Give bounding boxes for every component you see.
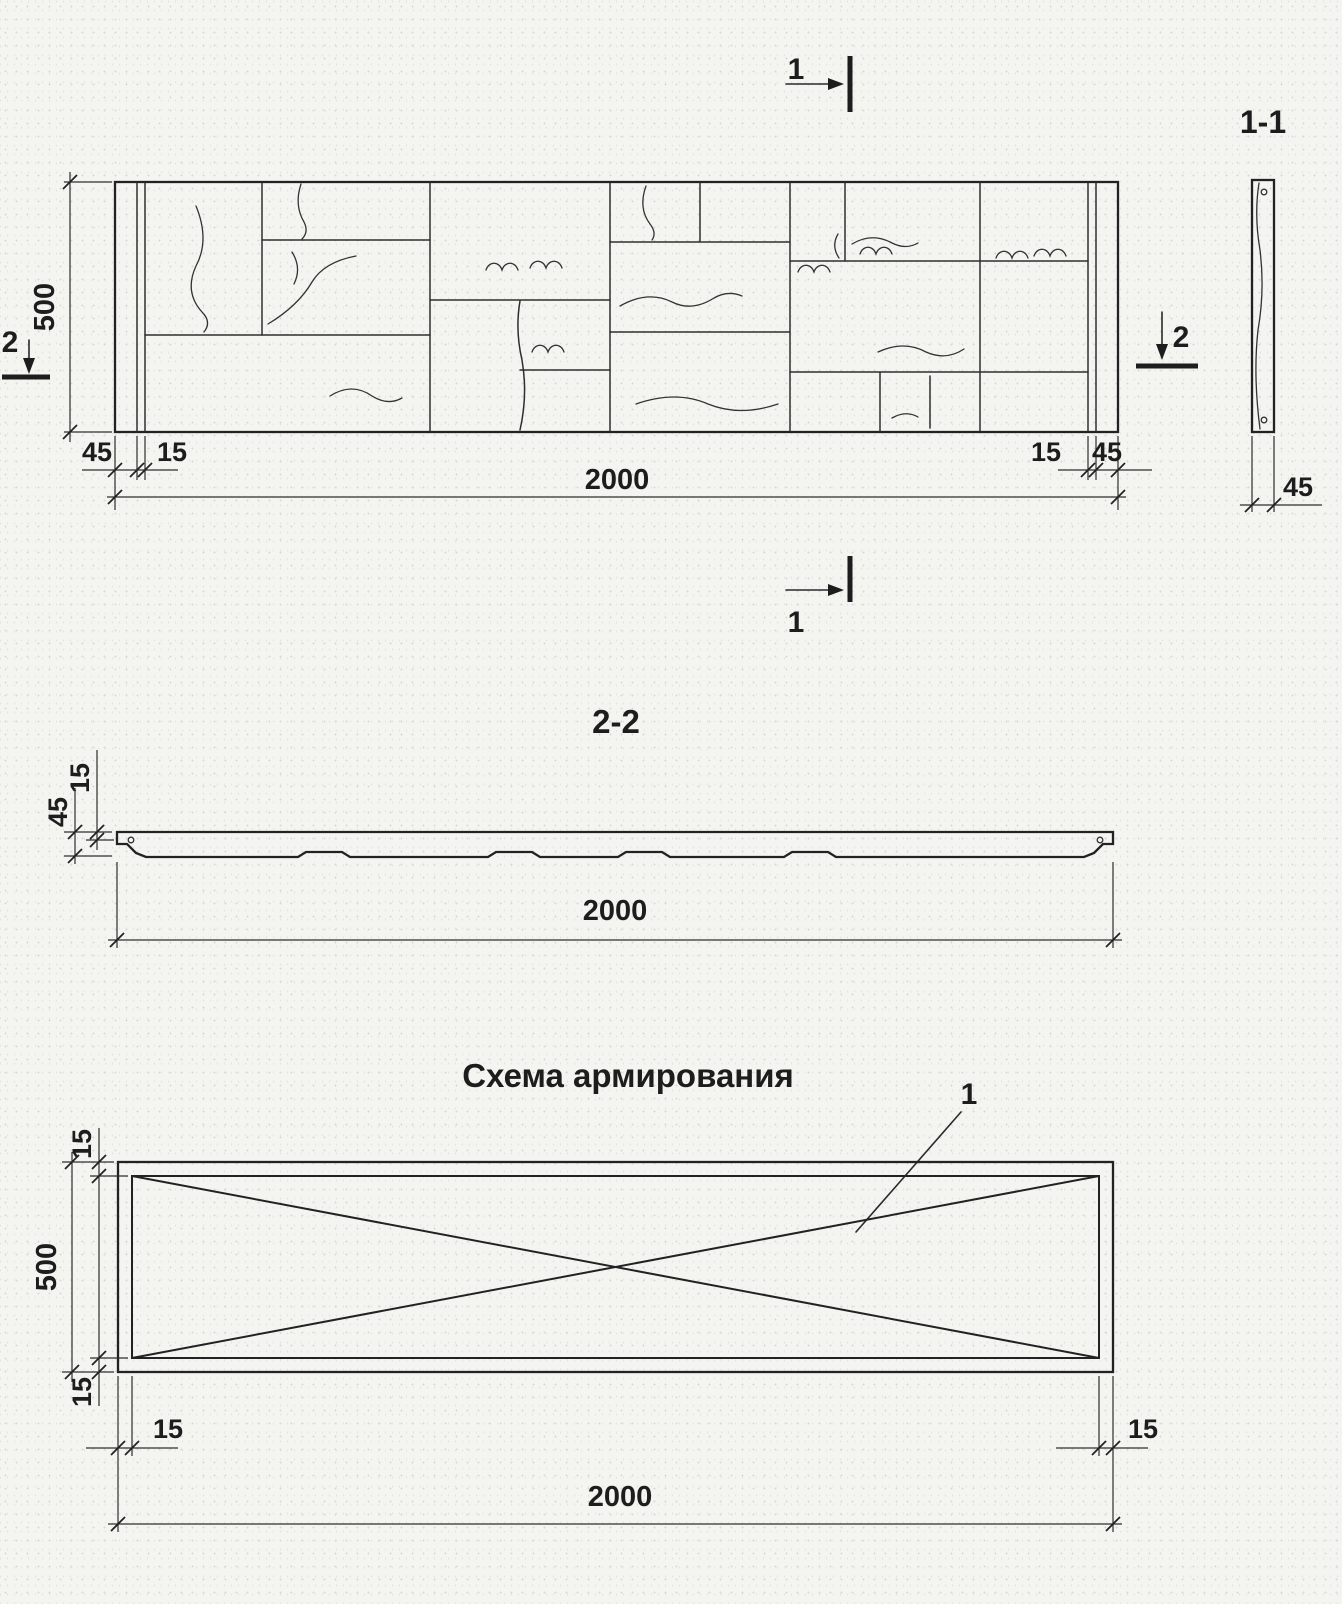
reinforcement-dim-right-15: 15 — [1128, 1414, 1158, 1444]
elevation-view: 500 45 15 15 45 2000 — [2, 53, 1198, 639]
mesh-inner-frame — [131, 1175, 1100, 1359]
mesh-outer-frame — [116, 1160, 1115, 1374]
reinforcement-dim-left-15: 15 — [153, 1414, 183, 1444]
section-2-2-dim-15: 15 — [65, 763, 95, 793]
reinforcement-callout-1: 1 — [961, 1078, 978, 1111]
section-cut-marks: 1 1 2 2 — [2, 53, 1198, 639]
reinforcement-dim-width-2000: 2000 — [588, 1481, 653, 1513]
stone-pattern — [144, 182, 1089, 432]
section-2-2-label: 2-2 — [592, 703, 640, 740]
elevation-dimensions: 500 45 15 15 45 2000 — [29, 172, 1152, 510]
reinforcement-view: Схема армирования 1 15 500 15 15 — [31, 1057, 1158, 1532]
section-mark-2-right: 2 — [1173, 321, 1190, 354]
section-mark-1-top: 1 — [788, 53, 805, 86]
callout-leader-line — [855, 1111, 962, 1233]
dim-right-inset-15: 15 — [1031, 437, 1061, 467]
dim-height-500: 500 — [29, 283, 61, 331]
dim-right-edge-45: 45 — [1092, 437, 1122, 467]
reinforcement-title: Схема армирования — [462, 1057, 794, 1094]
section-mark-1-bottom: 1 — [788, 606, 805, 639]
dim-left-edge-45: 45 — [82, 437, 112, 467]
mesh-diagonal-2 — [131, 1175, 1100, 1359]
section-2-2-dim-45: 45 — [43, 797, 73, 827]
dim-width-2000: 2000 — [585, 464, 650, 496]
slab-profile — [115, 830, 1115, 859]
reinforcement-dim-height-500: 500 — [31, 1243, 63, 1291]
section-mark-2-left: 2 — [2, 326, 19, 359]
panel-outline — [113, 180, 1120, 434]
section-1-1-dim-45: 45 — [1283, 472, 1313, 502]
section-1-1-view: 1-1 45 — [1240, 104, 1322, 513]
reinforcement-dim-bottom-15: 15 — [67, 1377, 97, 1407]
section-2-2-view: 2-2 15 45 2000 — [43, 703, 1122, 948]
dim-left-inset-15: 15 — [157, 437, 187, 467]
section-2-2-dim-2000: 2000 — [583, 895, 648, 927]
section-1-1-label: 1-1 — [1240, 104, 1286, 140]
